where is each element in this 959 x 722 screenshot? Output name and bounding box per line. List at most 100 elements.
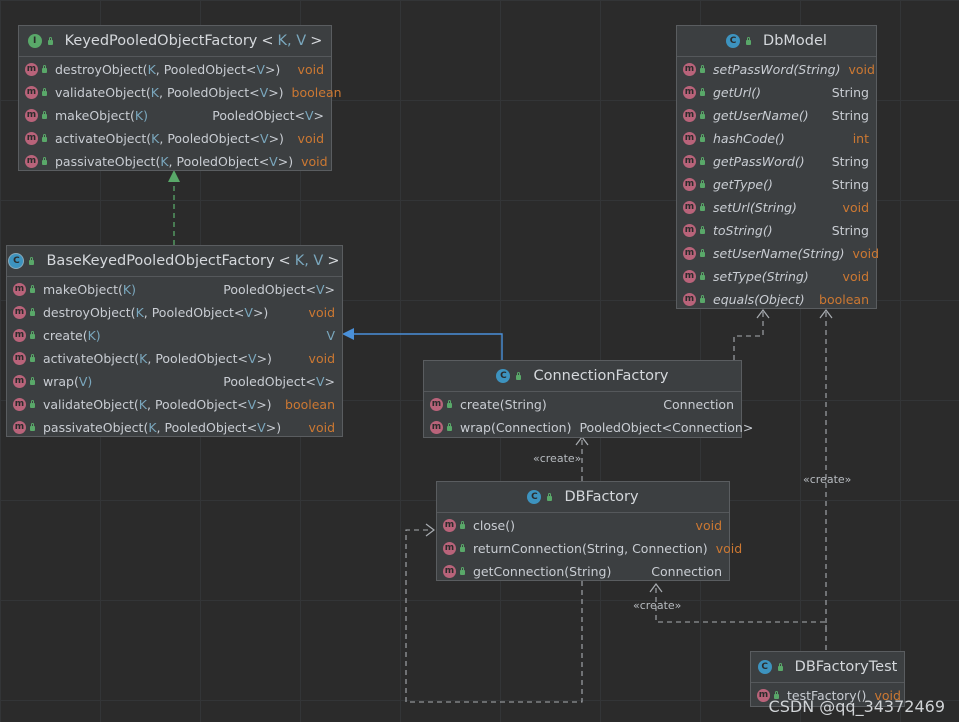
- edge-conn-dbmodel: [733, 312, 764, 360]
- type-params: K, V: [294, 253, 324, 269]
- method-icon: m: [25, 109, 38, 122]
- method-icon: m: [13, 421, 26, 434]
- type-param: K: [147, 62, 156, 77]
- type-param: K: [135, 305, 144, 320]
- type-param: V: [315, 282, 325, 297]
- test-dbfactory-arrowhead: [649, 583, 663, 593]
- public-visibility-icon: [40, 65, 49, 74]
- method-icon: m: [13, 306, 26, 319]
- method-icon: m: [13, 283, 26, 296]
- return-type: void: [308, 351, 335, 366]
- param-open: (: [134, 351, 140, 366]
- method-name: makeObject: [55, 108, 131, 123]
- param-text: >): [256, 351, 272, 366]
- public-visibility-icon: [28, 308, 37, 317]
- return-type: PooledObject<V>: [204, 108, 324, 123]
- method-name: close: [473, 518, 506, 533]
- type-param: K: [160, 154, 169, 169]
- return-type: String: [831, 223, 869, 238]
- public-visibility-icon: [698, 295, 707, 304]
- method-icon: m: [683, 132, 696, 145]
- param-open: (: [73, 374, 79, 389]
- method-name: getUrl: [713, 85, 752, 100]
- method-params: (): [763, 177, 773, 192]
- param-text: , PooledObject<: [155, 62, 257, 77]
- return-type: String: [831, 154, 869, 169]
- return-type: Connection: [663, 397, 734, 412]
- return-type: void: [308, 305, 335, 320]
- param-open: (: [133, 397, 139, 412]
- return-type: PooledObject<V>: [215, 374, 335, 389]
- interface-icon: I: [27, 34, 42, 48]
- method-icon: m: [25, 132, 38, 145]
- type-param: V: [257, 420, 266, 435]
- return-type: PooledObject<V>: [215, 282, 335, 297]
- public-visibility-icon: [28, 331, 37, 340]
- method-name: returnConnection: [473, 541, 582, 556]
- method-name: setPassWord: [713, 62, 794, 77]
- type-param: V: [78, 374, 88, 389]
- param-text: , PooledObject<: [147, 351, 248, 366]
- method-name: create: [460, 397, 500, 412]
- public-visibility-icon: [445, 423, 454, 432]
- class-icon: C: [757, 660, 772, 674]
- method-icon: m: [25, 63, 38, 76]
- method-icon: m: [430, 421, 443, 434]
- param-open: (: [143, 420, 149, 435]
- type-param: K: [87, 328, 96, 343]
- method-name: create: [43, 328, 83, 343]
- return-type: void: [297, 131, 324, 146]
- method-icon: m: [683, 155, 696, 168]
- public-visibility-icon: [40, 111, 49, 120]
- public-visibility-icon: [698, 134, 707, 143]
- public-visibility-icon: [445, 400, 454, 409]
- method-name: toString: [713, 223, 763, 238]
- public-visibility-icon: [772, 691, 781, 700]
- class-header: C DBFactoryTest: [751, 652, 904, 683]
- method-name: getPassWord: [713, 154, 795, 169]
- type-param: V: [315, 374, 325, 389]
- type-param: ): [143, 108, 149, 123]
- public-visibility-icon: [698, 111, 707, 120]
- return-type: void: [715, 541, 743, 556]
- method-name: makeObject: [43, 282, 119, 297]
